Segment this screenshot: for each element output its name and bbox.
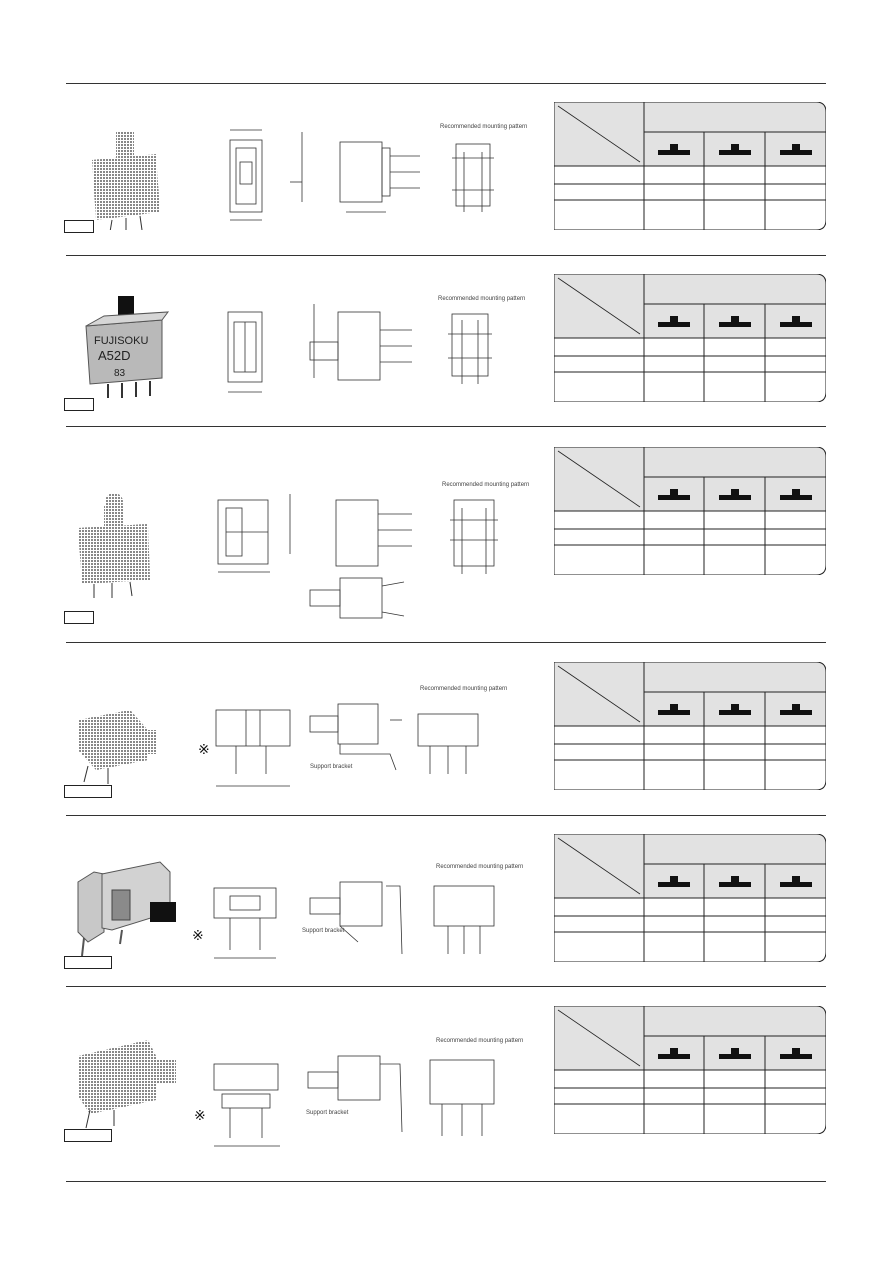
mounting-pattern-label: Recommended mounting pattern xyxy=(440,124,527,130)
asterisk-mark-icon: ※ xyxy=(194,1107,206,1123)
asterisk-mark-icon: ※ xyxy=(198,741,210,757)
support-bracket-label: Support bracket xyxy=(306,1110,349,1116)
dimension-drawing: Recommended mounting pattern xyxy=(190,284,530,404)
rule-1 xyxy=(66,255,826,256)
dimension-drawing: ※ Recommended mounting pattern Support b… xyxy=(190,674,530,798)
mounting-pattern-label: Recommended mounting pattern xyxy=(442,482,529,488)
product-photo xyxy=(64,852,184,962)
spec-table xyxy=(554,1006,826,1134)
rule-top xyxy=(66,83,826,84)
support-bracket-label: Support bracket xyxy=(310,764,353,770)
model-tag xyxy=(64,611,94,624)
rule-5 xyxy=(66,986,826,987)
dimension-drawing: ※ Recommended mounting pattern Support b… xyxy=(190,846,530,970)
model-tag xyxy=(64,1129,112,1142)
rule-3 xyxy=(66,642,826,643)
spec-table xyxy=(554,447,826,575)
photo-brand-text: FUJISOKU xyxy=(94,335,148,347)
product-photo xyxy=(64,120,184,233)
dimension-drawing: ※ Recommended mounting pattern Support b… xyxy=(190,1020,530,1160)
product-photo xyxy=(64,690,184,800)
spec-table xyxy=(554,102,826,230)
dimension-drawing: Recommended mounting pattern xyxy=(190,112,530,232)
model-tag xyxy=(64,956,112,969)
rule-2 xyxy=(66,426,826,427)
photo-model-text: A52D xyxy=(98,348,131,363)
spec-table xyxy=(554,274,826,402)
model-tag xyxy=(64,785,112,798)
model-tag xyxy=(64,398,94,411)
dimension-drawing: Recommended mounting pattern xyxy=(190,474,530,636)
spec-table xyxy=(554,834,826,962)
photo-code-text: 83 xyxy=(114,368,126,379)
asterisk-mark-icon: ※ xyxy=(192,927,204,943)
product-photo xyxy=(64,488,184,598)
mounting-pattern-label: Recommended mounting pattern xyxy=(436,864,523,870)
rule-4 xyxy=(66,815,826,816)
mounting-pattern-label: Recommended mounting pattern xyxy=(438,296,525,302)
mounting-pattern-label: Recommended mounting pattern xyxy=(420,686,507,692)
model-tag xyxy=(64,220,94,233)
product-photo: FUJISOKU A52D 83 xyxy=(64,290,184,400)
product-photo xyxy=(64,1030,184,1140)
rule-bottom xyxy=(66,1181,826,1182)
spec-table xyxy=(554,662,826,790)
mounting-pattern-label: Recommended mounting pattern xyxy=(436,1038,523,1044)
support-bracket-label: Support bracket xyxy=(302,928,345,934)
